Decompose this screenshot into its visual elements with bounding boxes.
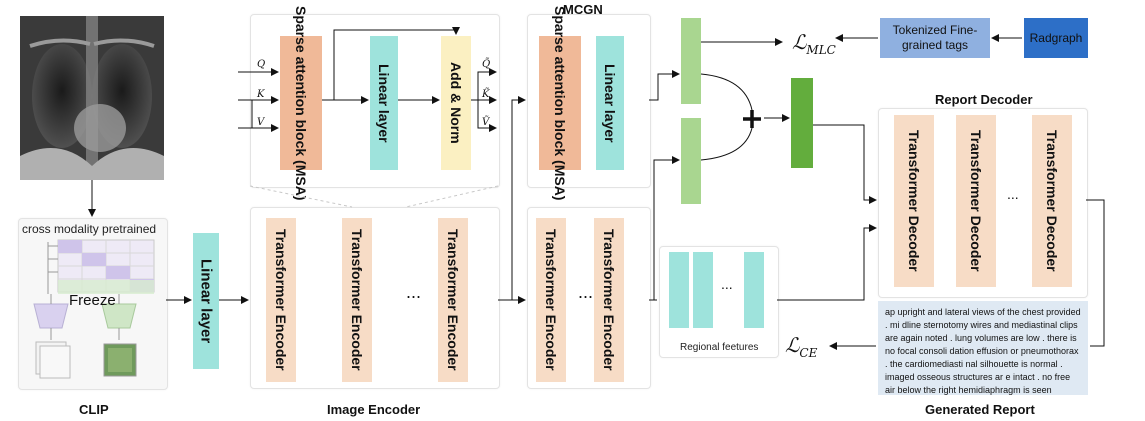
output-k-label: K̃ (482, 89, 490, 100)
clip-title: CLIP (79, 402, 109, 417)
image-encoder-block-1: Transformer Encoder (266, 218, 296, 382)
loss-ce-subscript: CE (799, 346, 818, 360)
radgraph-box: Radgraph (1024, 18, 1088, 58)
green-feature-top (681, 18, 701, 104)
regional-ellipsis: ... (721, 276, 733, 292)
mcgn-encoder-block-1-label: Transformer Encoder (543, 229, 559, 371)
linear-layer-detail: Linear layer (370, 36, 398, 170)
image-encoder-title: Image Encoder (327, 402, 421, 417)
linear-layer-detail-label: Linear layer (376, 63, 392, 143)
clip-linear-layer-label: Linear layer (197, 258, 215, 344)
output-v-label: Ṽ (482, 117, 490, 128)
chest-xray-image (20, 16, 164, 180)
mcgn-encoder-block-1: Transformer Encoder (536, 218, 566, 382)
green-feature-bottom (681, 118, 701, 204)
decoder-ellipsis: ... (1007, 186, 1019, 202)
regional-feature-bar-2 (693, 252, 713, 328)
image-encoder-block-2: Transformer Encoder (342, 218, 372, 382)
image-encoder-block-3: Transformer Encoder (438, 218, 468, 382)
generated-report-text: ap upright and lateral views of the ches… (878, 301, 1088, 395)
decoder-block-3: Transformer Decoder (1032, 115, 1072, 287)
tokenized-tags-label: Tokenized Fine-grained tags (892, 23, 978, 52)
tokenized-tags-box: Tokenized Fine-grained tags (880, 18, 990, 58)
input-k-label: K (257, 89, 265, 100)
mcgn-msa-block: Sparse attention block (MSA) (539, 6, 581, 200)
msa-block-detail: Sparse attention block (MSA) (280, 6, 322, 200)
clip-pretrained-label: cross modality pretrained (22, 222, 157, 236)
regional-features-label: Regional feetures (680, 342, 759, 353)
mcgn-encoder-block-2-label: Transformer Encoder (601, 229, 617, 371)
clip-illustration (33, 239, 155, 379)
output-q-label: Q̃ (482, 59, 491, 70)
radgraph-label: Radgraph (1029, 31, 1083, 45)
image-encoder-block-3-label: Transformer Encoder (445, 229, 461, 371)
mcgn-title: MCGN (563, 2, 603, 17)
add-norm-block: Add & Norm (441, 36, 471, 170)
image-encoder-ellipsis: ... (406, 282, 422, 302)
regional-feature-bar-3 (744, 252, 764, 328)
add-norm-label: Add & Norm (448, 62, 464, 144)
mcgn-linear-block: Linear layer (596, 36, 624, 170)
fused-feature (791, 78, 813, 168)
mcgn-encoder-ellipsis: ... (578, 282, 594, 302)
plus-icon (743, 110, 761, 128)
input-q-label: Q (257, 59, 266, 70)
decoder-block-3-label: Transformer Decoder (1044, 130, 1060, 272)
mcgn-linear-label: Linear layer (602, 63, 618, 143)
decoder-block-2-label: Transformer Decoder (968, 130, 984, 272)
loss-mlc-subscript: MLC (806, 43, 836, 57)
clip-linear-layer-block: Linear layer (193, 233, 219, 369)
decoder-block-1-label: Transformer Decoder (906, 130, 922, 272)
input-v-label: V (257, 117, 265, 128)
decoder-block-2: Transformer Decoder (956, 115, 996, 287)
loss-ce: ℒCE (785, 333, 818, 360)
generated-report-title: Generated Report (925, 402, 1035, 417)
mcgn-encoder-block-2: Transformer Encoder (594, 218, 624, 382)
report-decoder-title: Report Decoder (935, 92, 1033, 107)
regional-feature-bar-1 (669, 252, 689, 328)
image-encoder-block-2-label: Transformer Encoder (349, 229, 365, 371)
msa-block-detail-label: Sparse attention block (MSA) (293, 5, 309, 201)
decoder-block-1: Transformer Decoder (894, 115, 934, 287)
image-encoder-block-1-label: Transformer Encoder (273, 229, 289, 371)
loss-mlc: ℒMLC (792, 30, 836, 57)
mcgn-msa-label: Sparse attention block (MSA) (552, 5, 568, 201)
freeze-label: Freeze (69, 292, 116, 309)
